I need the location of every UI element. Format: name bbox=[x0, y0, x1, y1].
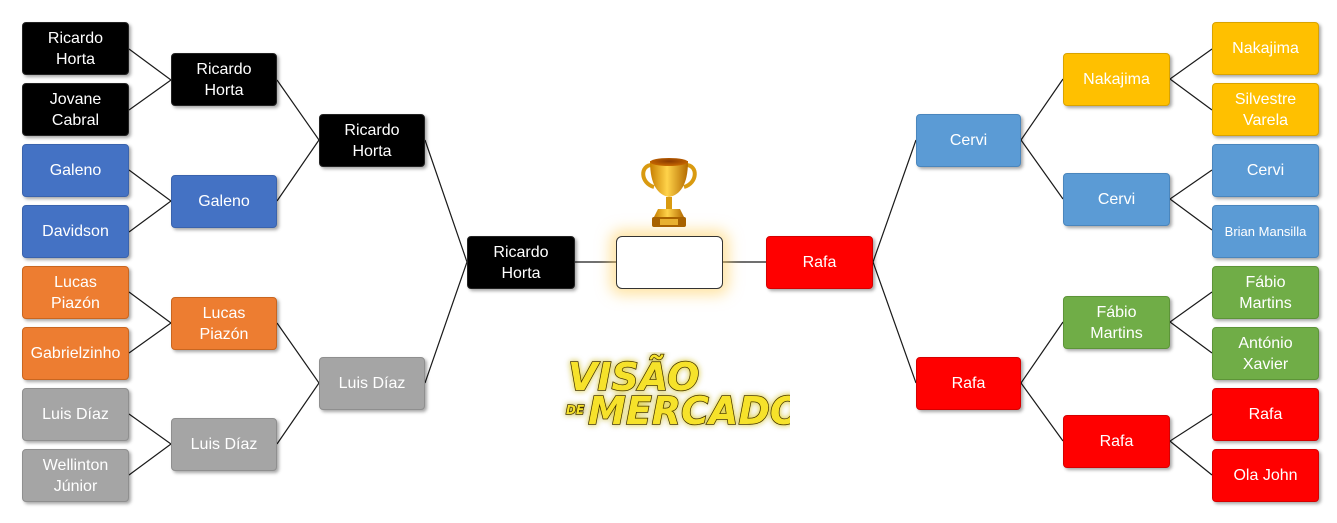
player-name: Cervi bbox=[1097, 191, 1136, 208]
player-name: Rafa bbox=[802, 254, 837, 271]
player-name: Lucas Piazón bbox=[199, 304, 249, 343]
player-name: António Xavier bbox=[1238, 334, 1293, 373]
right-r1-slot-8[interactable]: Ola John bbox=[1212, 449, 1319, 502]
player-name: Rafa bbox=[951, 375, 986, 392]
right-r1-slot-4[interactable]: Brian Mansilla bbox=[1212, 205, 1319, 258]
player-name: Ola John bbox=[1233, 467, 1298, 484]
player-name: Davidson bbox=[42, 223, 109, 240]
player-name: Silvestre Varela bbox=[1234, 90, 1297, 129]
right-r1-slot-7[interactable]: Rafa bbox=[1212, 388, 1319, 441]
left-semi-slot-1[interactable]: Ricardo Horta bbox=[319, 114, 425, 167]
player-name: Rafa bbox=[1248, 406, 1283, 423]
right-r2-slot-1[interactable]: Nakajima bbox=[1063, 53, 1170, 106]
left-r1-slot-5[interactable]: Lucas Piazón bbox=[22, 266, 129, 319]
right-r2-slot-3[interactable]: Fábio Martins bbox=[1063, 296, 1170, 349]
champion-box[interactable] bbox=[616, 236, 723, 289]
player-name: Luis Díaz bbox=[338, 375, 406, 392]
player-name: Luis Díaz bbox=[42, 406, 109, 423]
right-semi-slot-2[interactable]: Rafa bbox=[916, 357, 1021, 410]
left-r1-slot-8[interactable]: Wellinton Júnior bbox=[22, 449, 129, 502]
player-name: Gabrielzinho bbox=[30, 345, 121, 362]
player-name: Wellinton Júnior bbox=[42, 456, 109, 495]
left-r2-slot-2[interactable]: Galeno bbox=[171, 175, 277, 228]
right-r1-slot-3[interactable]: Cervi bbox=[1212, 144, 1319, 197]
player-name: Fábio Martins bbox=[1090, 303, 1143, 342]
right-finalist[interactable]: Rafa bbox=[766, 236, 873, 289]
left-semi-slot-2[interactable]: Luis Díaz bbox=[319, 357, 425, 410]
left-r1-slot-3[interactable]: Galeno bbox=[22, 144, 129, 197]
player-name: Jovane Cabral bbox=[49, 90, 102, 129]
player-name: Nakajima bbox=[1232, 40, 1299, 57]
player-name: Galeno bbox=[49, 162, 102, 179]
left-r1-slot-2[interactable]: Jovane Cabral bbox=[22, 83, 129, 136]
left-r1-slot-7[interactable]: Luis Díaz bbox=[22, 388, 129, 441]
player-name: Cervi bbox=[949, 132, 988, 149]
player-name: Fábio Martins bbox=[1239, 273, 1292, 312]
left-finalist[interactable]: Ricardo Horta bbox=[467, 236, 575, 289]
right-r1-slot-5[interactable]: Fábio Martins bbox=[1212, 266, 1319, 319]
logo-line-2-small: DE bbox=[566, 403, 585, 417]
player-name: Rafa bbox=[1099, 433, 1134, 450]
right-r1-slot-1[interactable]: Nakajima bbox=[1212, 22, 1319, 75]
left-r2-slot-4[interactable]: Luis Díaz bbox=[171, 418, 277, 471]
left-r2-slot-3[interactable]: Lucas Piazón bbox=[171, 297, 277, 350]
player-name: Cervi bbox=[1246, 162, 1285, 179]
visao-de-mercado-logo: VISÃO DE MERCADO bbox=[565, 354, 790, 434]
right-r1-slot-2[interactable]: Silvestre Varela bbox=[1212, 83, 1319, 136]
player-name: Luis Díaz bbox=[190, 436, 258, 453]
right-r2-slot-4[interactable]: Rafa bbox=[1063, 415, 1170, 468]
right-semi-slot-1[interactable]: Cervi bbox=[916, 114, 1021, 167]
player-name: Galeno bbox=[198, 193, 250, 210]
left-r1-slot-6[interactable]: Gabrielzinho bbox=[22, 327, 129, 380]
player-name: Ricardo Horta bbox=[493, 243, 549, 282]
trophy-icon bbox=[641, 158, 697, 227]
left-r1-slot-1[interactable]: Ricardo Horta bbox=[22, 22, 129, 75]
player-name: Ricardo Horta bbox=[196, 60, 252, 99]
player-name: Ricardo Horta bbox=[344, 121, 400, 160]
right-r1-slot-6[interactable]: António Xavier bbox=[1212, 327, 1319, 380]
logo-line-2: MERCADO bbox=[588, 389, 790, 433]
right-r2-slot-2[interactable]: Cervi bbox=[1063, 173, 1170, 226]
left-r2-slot-1[interactable]: Ricardo Horta bbox=[171, 53, 277, 106]
logo-line-1: VISÃO bbox=[568, 355, 699, 399]
player-name: Brian Mansilla bbox=[1224, 224, 1307, 239]
player-name: Lucas Piazón bbox=[51, 273, 100, 312]
left-r1-slot-4[interactable]: Davidson bbox=[22, 205, 129, 258]
player-name: Ricardo Horta bbox=[47, 29, 104, 68]
player-name: Nakajima bbox=[1083, 71, 1150, 88]
